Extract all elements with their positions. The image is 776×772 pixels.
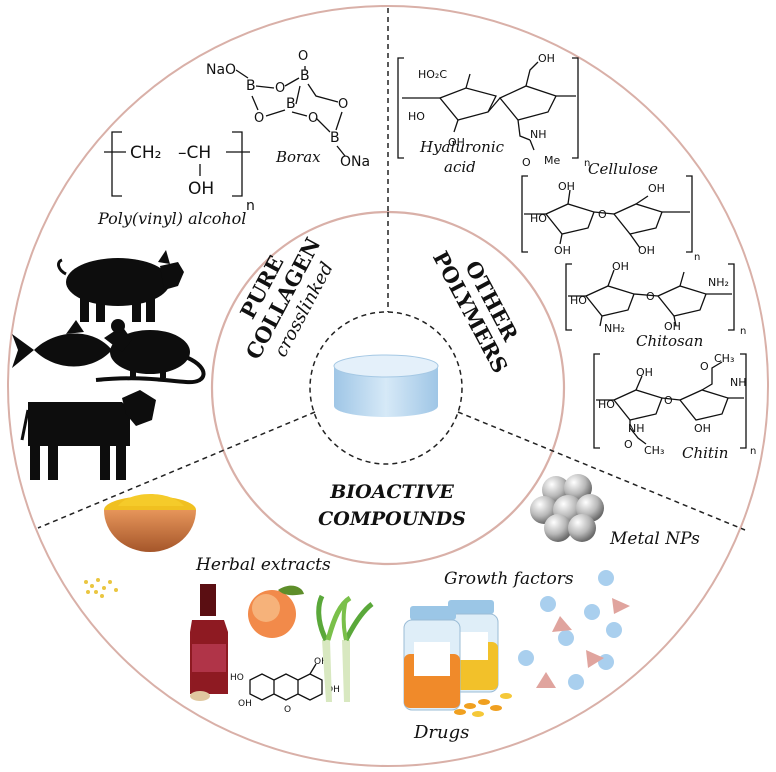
- borax-o1: O: [275, 81, 285, 96]
- ha-o: O: [522, 156, 531, 169]
- metal-nps-label: Metal NPs: [609, 529, 700, 549]
- cs-nh2-1: NH₂: [708, 276, 729, 289]
- bioactive-label: BIOACTIVE: [329, 481, 454, 503]
- pva-ch2: CH₂: [130, 143, 161, 163]
- herbal-bowl-icon: [84, 494, 196, 598]
- flav-ho1: HO: [230, 673, 244, 683]
- chitin-ch3-top: CH₃: [714, 352, 734, 365]
- inner-dashed-ring: [309, 311, 463, 465]
- cs-nh2-2: NH₂: [604, 322, 625, 335]
- chitosan-label: Chitosan: [636, 332, 703, 350]
- compounds-label: COMPOUNDS: [318, 508, 466, 530]
- cs-n: n: [740, 326, 746, 337]
- cel-o: O: [598, 208, 607, 221]
- fish-icon: [12, 320, 112, 368]
- ha-ho: HO: [408, 110, 425, 123]
- sector-dividers: [37, 8, 746, 531]
- chitin-o: O: [664, 394, 673, 407]
- growth-factors-label: Growth factors: [444, 569, 574, 589]
- chitin-ch3-bottom: CH₃: [644, 444, 664, 457]
- drugs-label: Drugs: [413, 722, 469, 743]
- metal-nps-icon: [530, 474, 604, 542]
- wine-bottle-icon: [190, 584, 228, 701]
- chitin-nh-top: NH: [730, 376, 747, 389]
- animal-silhouettes: [12, 250, 206, 480]
- ha-ho2c: HO₂C: [418, 68, 447, 81]
- pva-oh: OH: [188, 179, 214, 199]
- borax-o5: O: [338, 97, 348, 112]
- ha-nh: NH: [530, 128, 547, 141]
- borax-label: Borax: [275, 148, 321, 166]
- ha-n: n: [584, 158, 590, 169]
- pva-structure: CH₂ –CH OH n Poly(vinyl) alcohol: [97, 131, 255, 228]
- herbal-extracts-label: Herbal extracts: [195, 555, 331, 575]
- cellulose-label: Cellulose: [588, 160, 658, 178]
- chitin-ho: HO: [598, 398, 615, 411]
- chitin-label: Chitin: [682, 444, 728, 462]
- chitin-o-bottom: O: [624, 438, 633, 451]
- cellulose-structure: OH OH HO O OH OH n Cellulose: [521, 160, 700, 263]
- cs-ho: HO: [570, 294, 587, 307]
- drug-bottles-icon: [403, 600, 512, 717]
- cs-oh1: OH: [612, 260, 629, 273]
- chitin-oh2: OH: [694, 422, 711, 435]
- cel-ho: HO: [530, 212, 547, 225]
- chitin-structure: CH₃ O NH OH HO O NH O CH₃ OH n Chitin: [593, 352, 756, 462]
- cs-oh2: OH: [664, 320, 681, 333]
- borax-b2: B: [300, 68, 310, 84]
- pig-icon: [57, 250, 184, 322]
- flav-oh1: OH: [238, 699, 252, 709]
- leek-icon: [316, 594, 374, 702]
- chitin-n: n: [750, 446, 756, 457]
- borax-structure: NaO B B B B O O O O O ONa Borax: [206, 49, 370, 170]
- chitin-o-top: O: [700, 360, 709, 373]
- flav-o: O: [284, 705, 291, 715]
- chitosan-structure: OH NH₂ HO NH₂ O OH n Chitosan: [565, 260, 746, 350]
- borax-ona: ONa: [340, 154, 370, 170]
- borax-o2: O: [298, 49, 308, 64]
- other-polymers-label: OTHER POLYMERS: [428, 247, 524, 377]
- cel-oh4: OH: [638, 244, 655, 257]
- hyaluronic-acid-structure: HO₂C OH HO OH NH O Me n Hyaluronic acid: [397, 52, 590, 176]
- borax-b3: B: [286, 96, 296, 112]
- chitin-nh-bottom: NH: [628, 422, 645, 435]
- flav-oh3: OH: [326, 685, 340, 695]
- borax-o4: O: [308, 111, 318, 126]
- cs-o: O: [646, 290, 655, 303]
- scaffold-cylinder: [333, 354, 439, 417]
- pva-label: Poly(vinyl) alcohol: [97, 209, 246, 228]
- chitin-oh1: OH: [636, 366, 653, 379]
- peach-icon: [248, 585, 304, 638]
- outer-ring: [7, 5, 769, 767]
- borax-o3: O: [254, 111, 264, 126]
- cel-oh2: OH: [648, 182, 665, 195]
- cel-n: n: [694, 252, 700, 263]
- cel-oh3: OH: [554, 244, 571, 257]
- pva-ch: –CH: [178, 143, 211, 163]
- borax-b1: B: [246, 78, 256, 94]
- cow-icon: [20, 390, 156, 480]
- flav-oh2: OH: [314, 657, 328, 667]
- pva-n: n: [246, 198, 255, 214]
- hyaluronic-label-line2: acid: [444, 158, 476, 176]
- ha-me: Me: [544, 154, 560, 167]
- flavonoid-structure: HO OH O OH OH: [230, 657, 340, 715]
- ha-oh-top: OH: [538, 52, 555, 65]
- borax-b4: B: [330, 130, 340, 146]
- cel-oh1: OH: [558, 180, 575, 193]
- hyaluronic-label-line1: Hyaluronic: [419, 138, 505, 156]
- rat-icon: [95, 319, 206, 385]
- growth-factor-particles: [518, 570, 630, 690]
- borax-nao: NaO: [206, 62, 236, 78]
- ha-oh-bottom: OH: [448, 136, 465, 149]
